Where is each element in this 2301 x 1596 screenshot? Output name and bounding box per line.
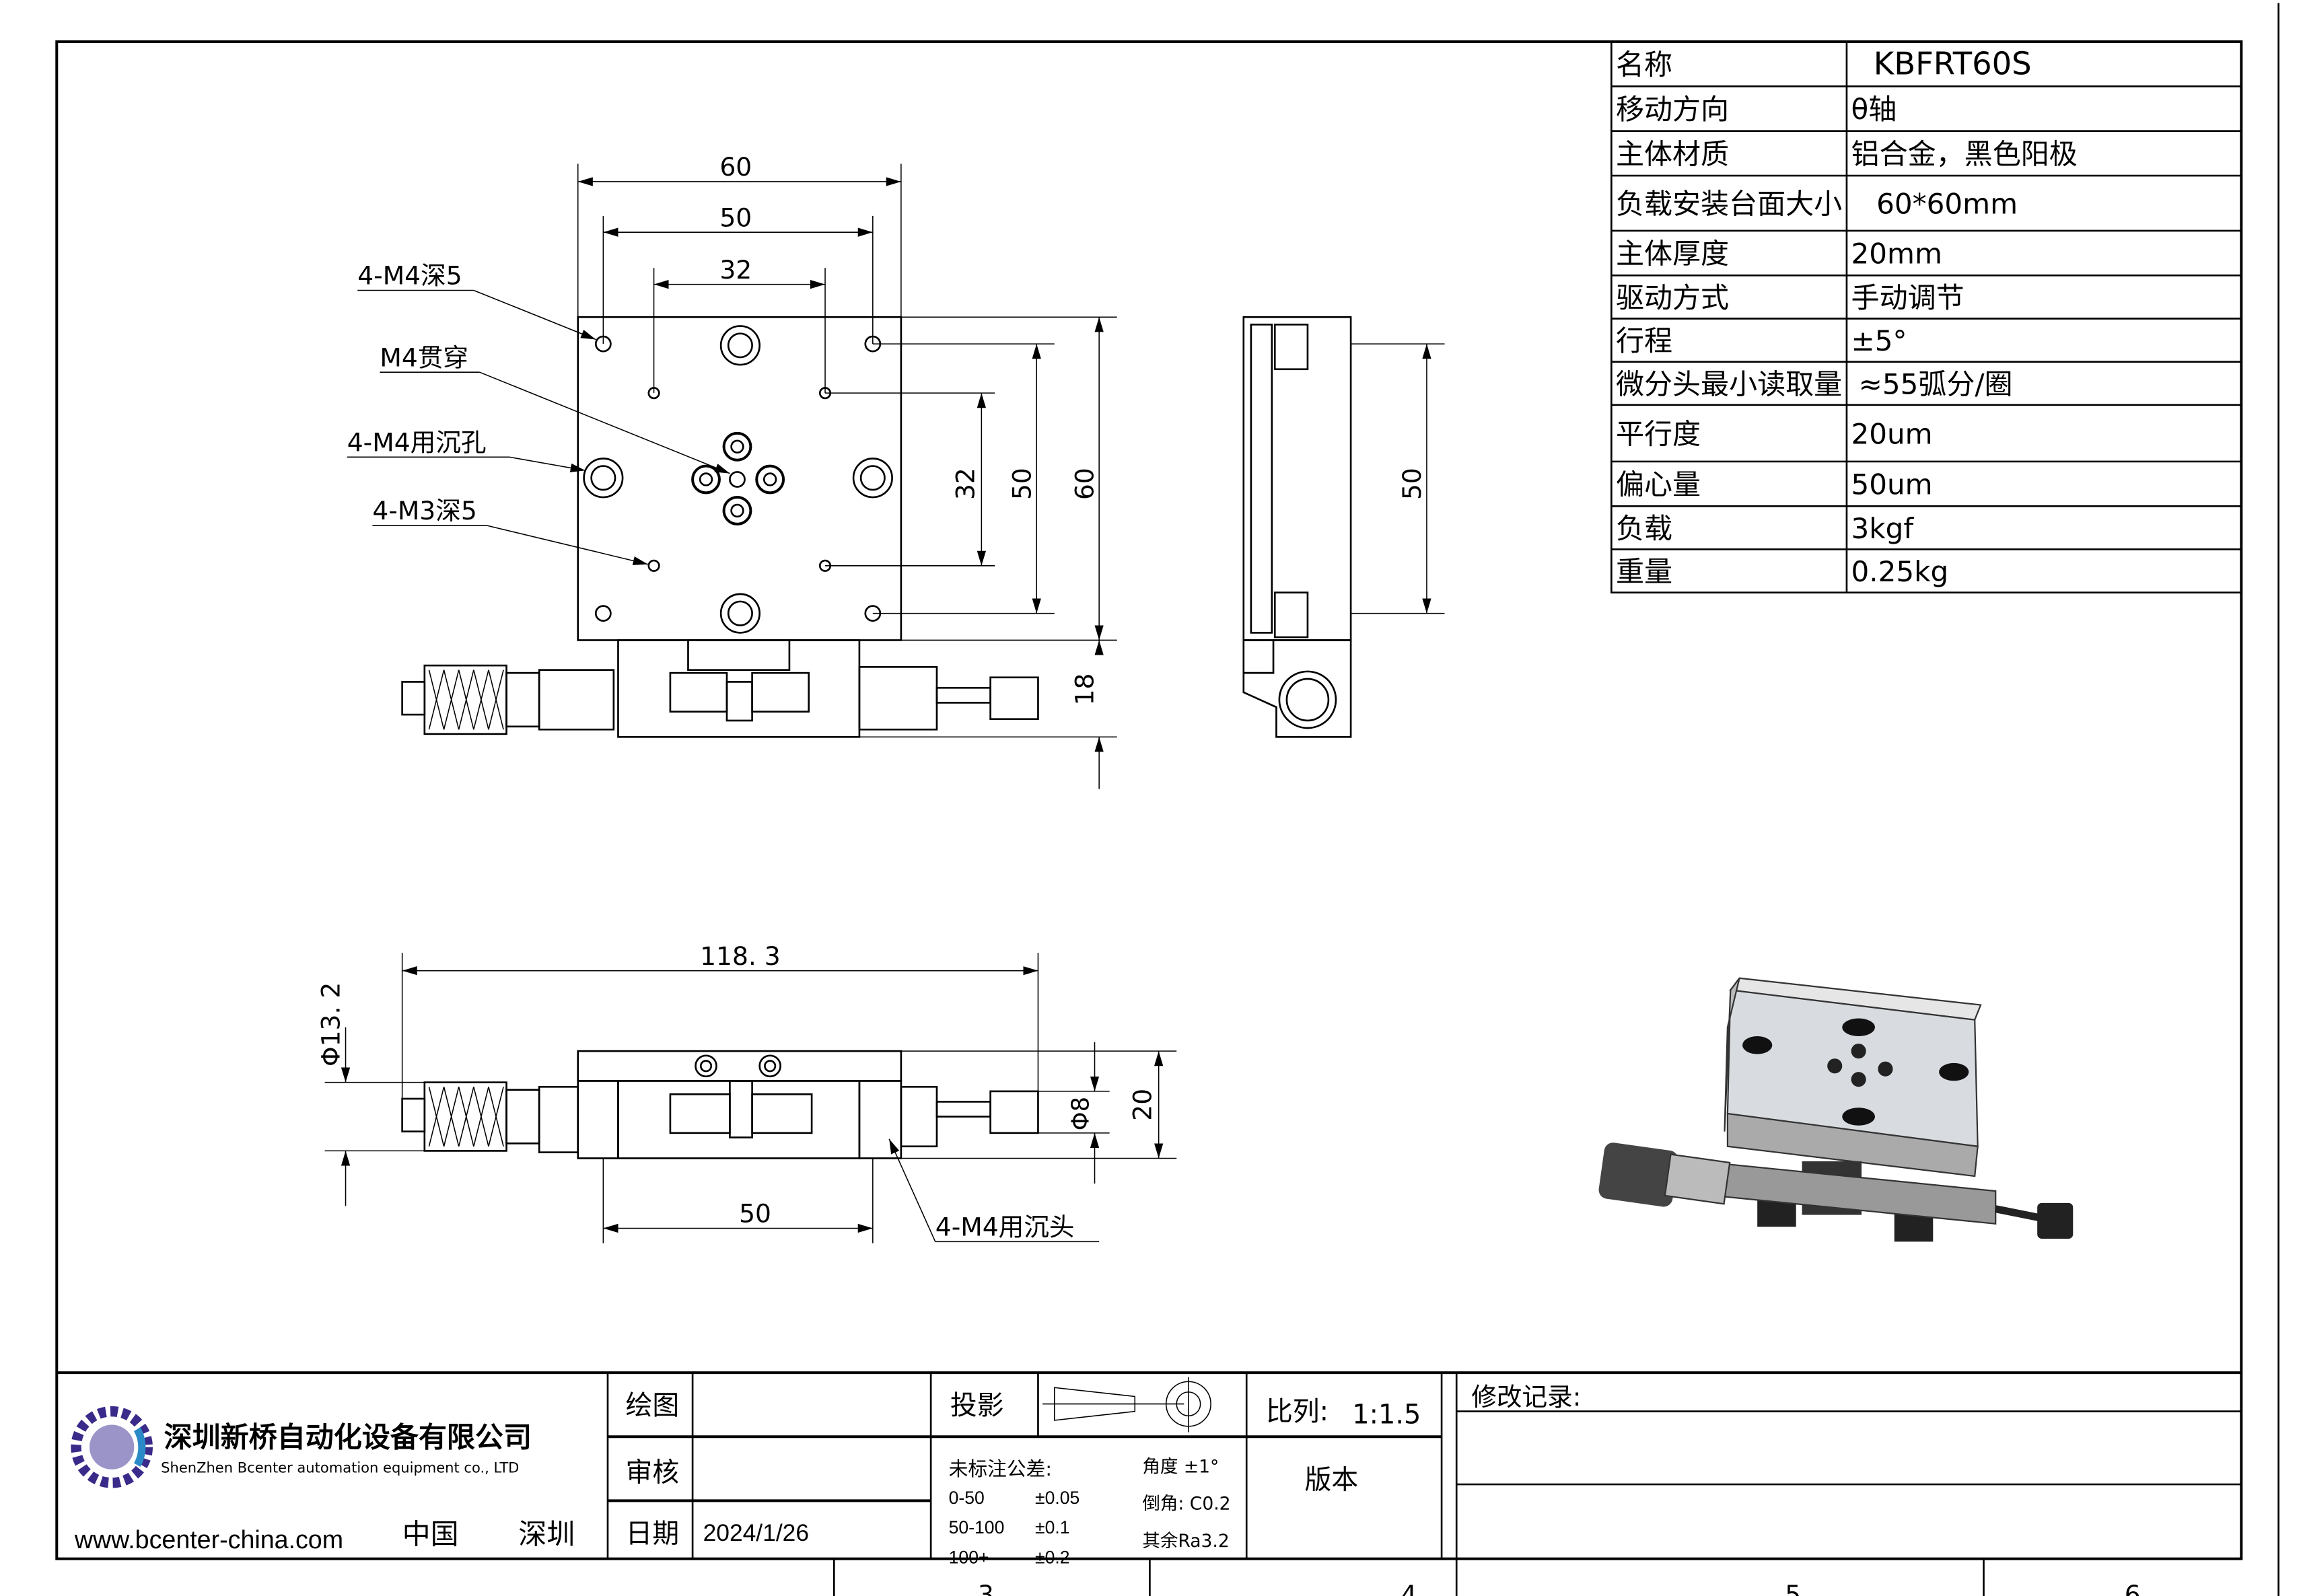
spec-value: 手动调节 <box>1851 281 1964 314</box>
dim-dia-13-2: Φ13. 2 <box>316 982 346 1066</box>
tolerance-notes: 未标注公差: 0-50 ±0.05 50-100 ±0.1 100+ ±0.2 … <box>949 1456 1231 1567</box>
zone-number: 3 <box>978 1580 994 1596</box>
scale-label: 比列: <box>1266 1396 1329 1427</box>
spec-value: ±5° <box>1851 324 1907 357</box>
dim-20: 20 <box>1128 1089 1158 1121</box>
top-view: 60 50 32 32 50 60 18 4-M4深5 M4贯穿 <box>347 152 1117 789</box>
dim-32-width: 32 <box>719 255 752 285</box>
drawing-frame <box>55 3 2279 1596</box>
spec-value: 20um <box>1851 417 1933 450</box>
top-callouts: 4-M4深5 M4贯穿 4-M4用沉孔 4-M3深5 <box>347 261 730 565</box>
tolerance-range: 50-100 <box>949 1517 1005 1537</box>
version-label: 版本 <box>1305 1465 1359 1496</box>
callout-4-m3-depth5: 4-M3深5 <box>372 496 476 525</box>
spec-value: KBFRT60S <box>1874 46 2032 82</box>
spec-value: 0.25kg <box>1851 555 1949 588</box>
callout-4-m4-counterbore: 4-M4用沉孔 <box>347 427 487 457</box>
spec-label: 驱动方式 <box>1616 281 1729 314</box>
roughness-note: 其余Ra3.2 <box>1142 1531 1229 1552</box>
dim-50-height: 50 <box>1007 468 1036 500</box>
spec-value: θ轴 <box>1851 93 1897 126</box>
mounting-holes <box>583 325 893 634</box>
spec-value: ≈55弧分/圈 <box>1859 367 2013 400</box>
spec-table-border <box>1610 40 2242 593</box>
tolerance-range: 100+ <box>949 1547 989 1567</box>
dim-60-height: 60 <box>1069 468 1099 500</box>
chamfer-note: 倒角: C0.2 <box>1142 1494 1230 1515</box>
spec-label: 负载 <box>1616 512 1672 545</box>
company-name-cn: 深圳新桥自动化设备有限公司 <box>164 1421 532 1454</box>
tolerance-range: 0-50 <box>949 1488 985 1508</box>
tolerance-value: ±0.05 <box>1035 1488 1079 1508</box>
dim-118-3: 118. 3 <box>700 941 781 971</box>
spec-label: 主体材质 <box>1616 137 1729 170</box>
date-value: 2024/1/26 <box>703 1519 809 1546</box>
dim-50-width: 50 <box>719 203 752 232</box>
scale-value: 1:1.5 <box>1352 1399 1421 1430</box>
spec-label: 主体厚度 <box>1616 238 1729 270</box>
zone-number: 6 <box>2125 1580 2141 1596</box>
projection-symbol-icon <box>1042 1377 1211 1432</box>
dim-18: 18 <box>1069 674 1099 706</box>
company-name-en: ShenZhen Bcenter automation equipment co… <box>161 1459 519 1476</box>
tolerance-value: ±0.2 <box>1035 1547 1069 1567</box>
tolerance-value: ±0.1 <box>1035 1517 1069 1537</box>
projection-label: 投影 <box>950 1390 1004 1421</box>
side-view: 50 <box>1242 316 1445 738</box>
title-block: 深圳新桥自动化设备有限公司 ShenZhen Bcenter automatio… <box>57 1371 2242 1596</box>
company-logo <box>71 1406 153 1488</box>
date-label: 日期 <box>626 1518 680 1549</box>
spec-label: 微分头最小读取量 <box>1616 367 1842 400</box>
isometric-render <box>1598 977 2074 1242</box>
spec-label: 移动方向 <box>1616 93 1729 126</box>
spec-label: 平行度 <box>1616 417 1701 450</box>
base-and-micrometer <box>401 639 1039 738</box>
dim-32-height: 32 <box>950 468 980 500</box>
location-country: 中国 <box>402 1518 459 1551</box>
callout-4-m4-counterbore-head: 4-M4用沉头 <box>935 1212 1075 1242</box>
spec-label: 偏心量 <box>1616 468 1701 501</box>
spec-value: 20mm <box>1851 238 1942 270</box>
callout-4-m4-depth5: 4-M4深5 <box>357 261 462 291</box>
website-link[interactable]: www.bcenter-china.com <box>74 1525 343 1554</box>
spec-value: 3kgf <box>1851 512 1915 545</box>
spec-label: 重量 <box>1616 555 1672 588</box>
front-view: 118. 3 Φ13. 2 Φ8 20 50 4-M4用沉头 <box>316 941 1177 1243</box>
side-dim-50: 50 <box>1397 468 1427 500</box>
zone-number: 5 <box>1785 1580 1801 1596</box>
review-label: 审核 <box>626 1457 680 1488</box>
callout-m4-through: M4贯穿 <box>380 342 468 372</box>
dim-dia-8: Φ8 <box>1067 1097 1095 1130</box>
spec-value: 60*60mm <box>1876 188 2018 221</box>
front-dimensions: 118. 3 Φ13. 2 Φ8 20 50 4-M4用沉头 <box>316 941 1177 1243</box>
drawn-label: 绘图 <box>626 1390 680 1421</box>
zone-number: 4 <box>1401 1580 1417 1596</box>
tolerance-title: 未标注公差: <box>949 1457 1052 1480</box>
dim-50-front: 50 <box>739 1199 771 1229</box>
spec-label: 名称 <box>1616 48 1672 81</box>
spec-value: 铝合金，黑色阳极 <box>1851 137 2078 170</box>
spec-value: 50um <box>1851 468 1933 501</box>
angle-tolerance: 角度 ±1° <box>1142 1456 1219 1477</box>
location-city: 深圳 <box>518 1518 575 1551</box>
spec-label: 行程 <box>1616 324 1672 357</box>
dim-60-width: 60 <box>719 152 752 182</box>
top-dimensions: 60 50 32 32 50 60 18 <box>577 152 1117 789</box>
revision-label: 修改记录: <box>1471 1382 1581 1412</box>
spec-label: 负载安装台面大小 <box>1616 188 1842 221</box>
